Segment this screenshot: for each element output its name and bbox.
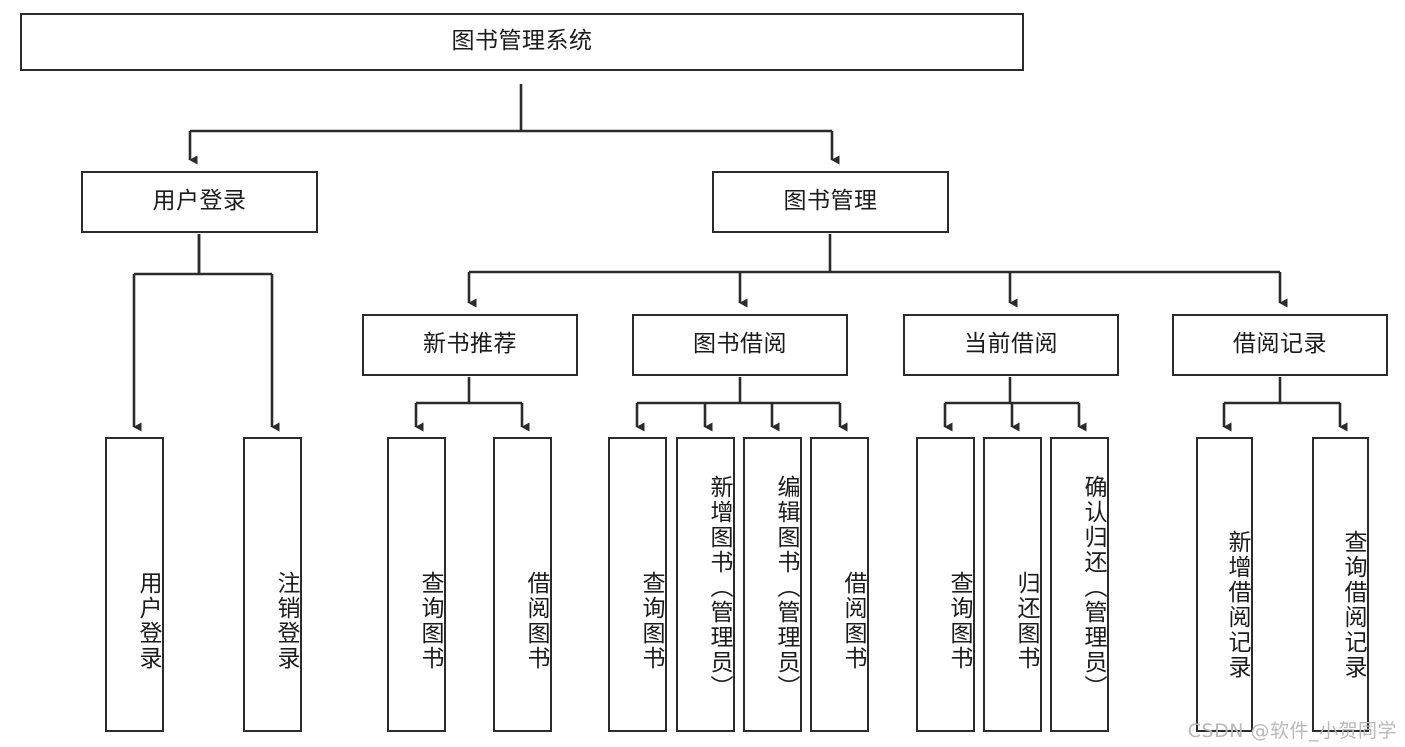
node-book-manage-label: 图书管理 [783, 188, 878, 215]
node-leaf-return-book[interactable]: 归还图书 [983, 437, 1042, 732]
node-leaf-query-borrow-record[interactable]: 查询借阅记录 [1312, 437, 1369, 732]
node-new-book-recommend-label: 新书推荐 [423, 331, 517, 358]
node-root[interactable]: 图书管理系统 [20, 13, 1024, 71]
node-leaf-return-book-label: 归还图书 [1013, 570, 1039, 671]
node-leaf-query-book-1-label: 查询图书 [417, 570, 443, 671]
node-leaf-add-book-admin-label: 新增图书（管理员） [706, 475, 732, 700]
node-current-borrow-label: 当前借阅 [964, 331, 1058, 358]
node-book-borrow-label: 图书借阅 [693, 331, 787, 358]
node-leaf-user-login-label: 用户登录 [135, 570, 161, 671]
node-new-book-recommend[interactable]: 新书推荐 [362, 314, 578, 376]
node-user-login[interactable]: 用户登录 [81, 171, 318, 233]
node-leaf-query-book-2-label: 查询图书 [638, 570, 664, 671]
node-leaf-edit-book-admin-label: 编辑图书（管理员） [773, 475, 799, 700]
node-leaf-add-borrow-record[interactable]: 新增借阅记录 [1196, 437, 1253, 732]
node-leaf-query-book-2[interactable]: 查询图书 [608, 437, 667, 732]
node-borrow-record-label: 借阅记录 [1233, 331, 1327, 358]
node-leaf-query-book-3[interactable]: 查询图书 [916, 437, 975, 732]
node-leaf-borrow-book-2-label: 借阅图书 [840, 570, 866, 671]
node-root-label: 图书管理系统 [451, 28, 593, 55]
node-book-manage[interactable]: 图书管理 [712, 171, 949, 233]
node-leaf-query-book-1[interactable]: 查询图书 [387, 437, 446, 732]
node-leaf-add-book-admin[interactable]: 新增图书（管理员） [676, 437, 735, 732]
node-leaf-logout-login[interactable]: 注销登录 [243, 437, 302, 732]
node-leaf-confirm-return-admin[interactable]: 确认归还（管理员） [1050, 437, 1109, 732]
node-leaf-confirm-return-admin-label: 确认归还（管理员） [1080, 475, 1106, 700]
node-leaf-edit-book-admin[interactable]: 编辑图书（管理员） [743, 437, 802, 732]
node-leaf-add-borrow-record-label: 新增借阅记录 [1224, 529, 1250, 680]
node-leaf-query-borrow-record-label: 查询借阅记录 [1340, 529, 1366, 680]
node-borrow-record[interactable]: 借阅记录 [1172, 314, 1388, 376]
node-current-borrow[interactable]: 当前借阅 [903, 314, 1119, 376]
node-user-login-label: 用户登录 [152, 188, 247, 215]
node-leaf-user-login[interactable]: 用户登录 [105, 437, 164, 732]
node-leaf-logout-login-label: 注销登录 [273, 570, 299, 671]
node-leaf-borrow-book-1-label: 借阅图书 [523, 570, 549, 671]
node-leaf-borrow-book-1[interactable]: 借阅图书 [493, 437, 552, 732]
watermark-text: CSDN @软件_小贺同学 [1187, 720, 1397, 742]
node-book-borrow[interactable]: 图书借阅 [632, 314, 848, 376]
node-leaf-borrow-book-2[interactable]: 借阅图书 [810, 437, 869, 732]
node-leaf-query-book-3-label: 查询图书 [946, 570, 972, 671]
